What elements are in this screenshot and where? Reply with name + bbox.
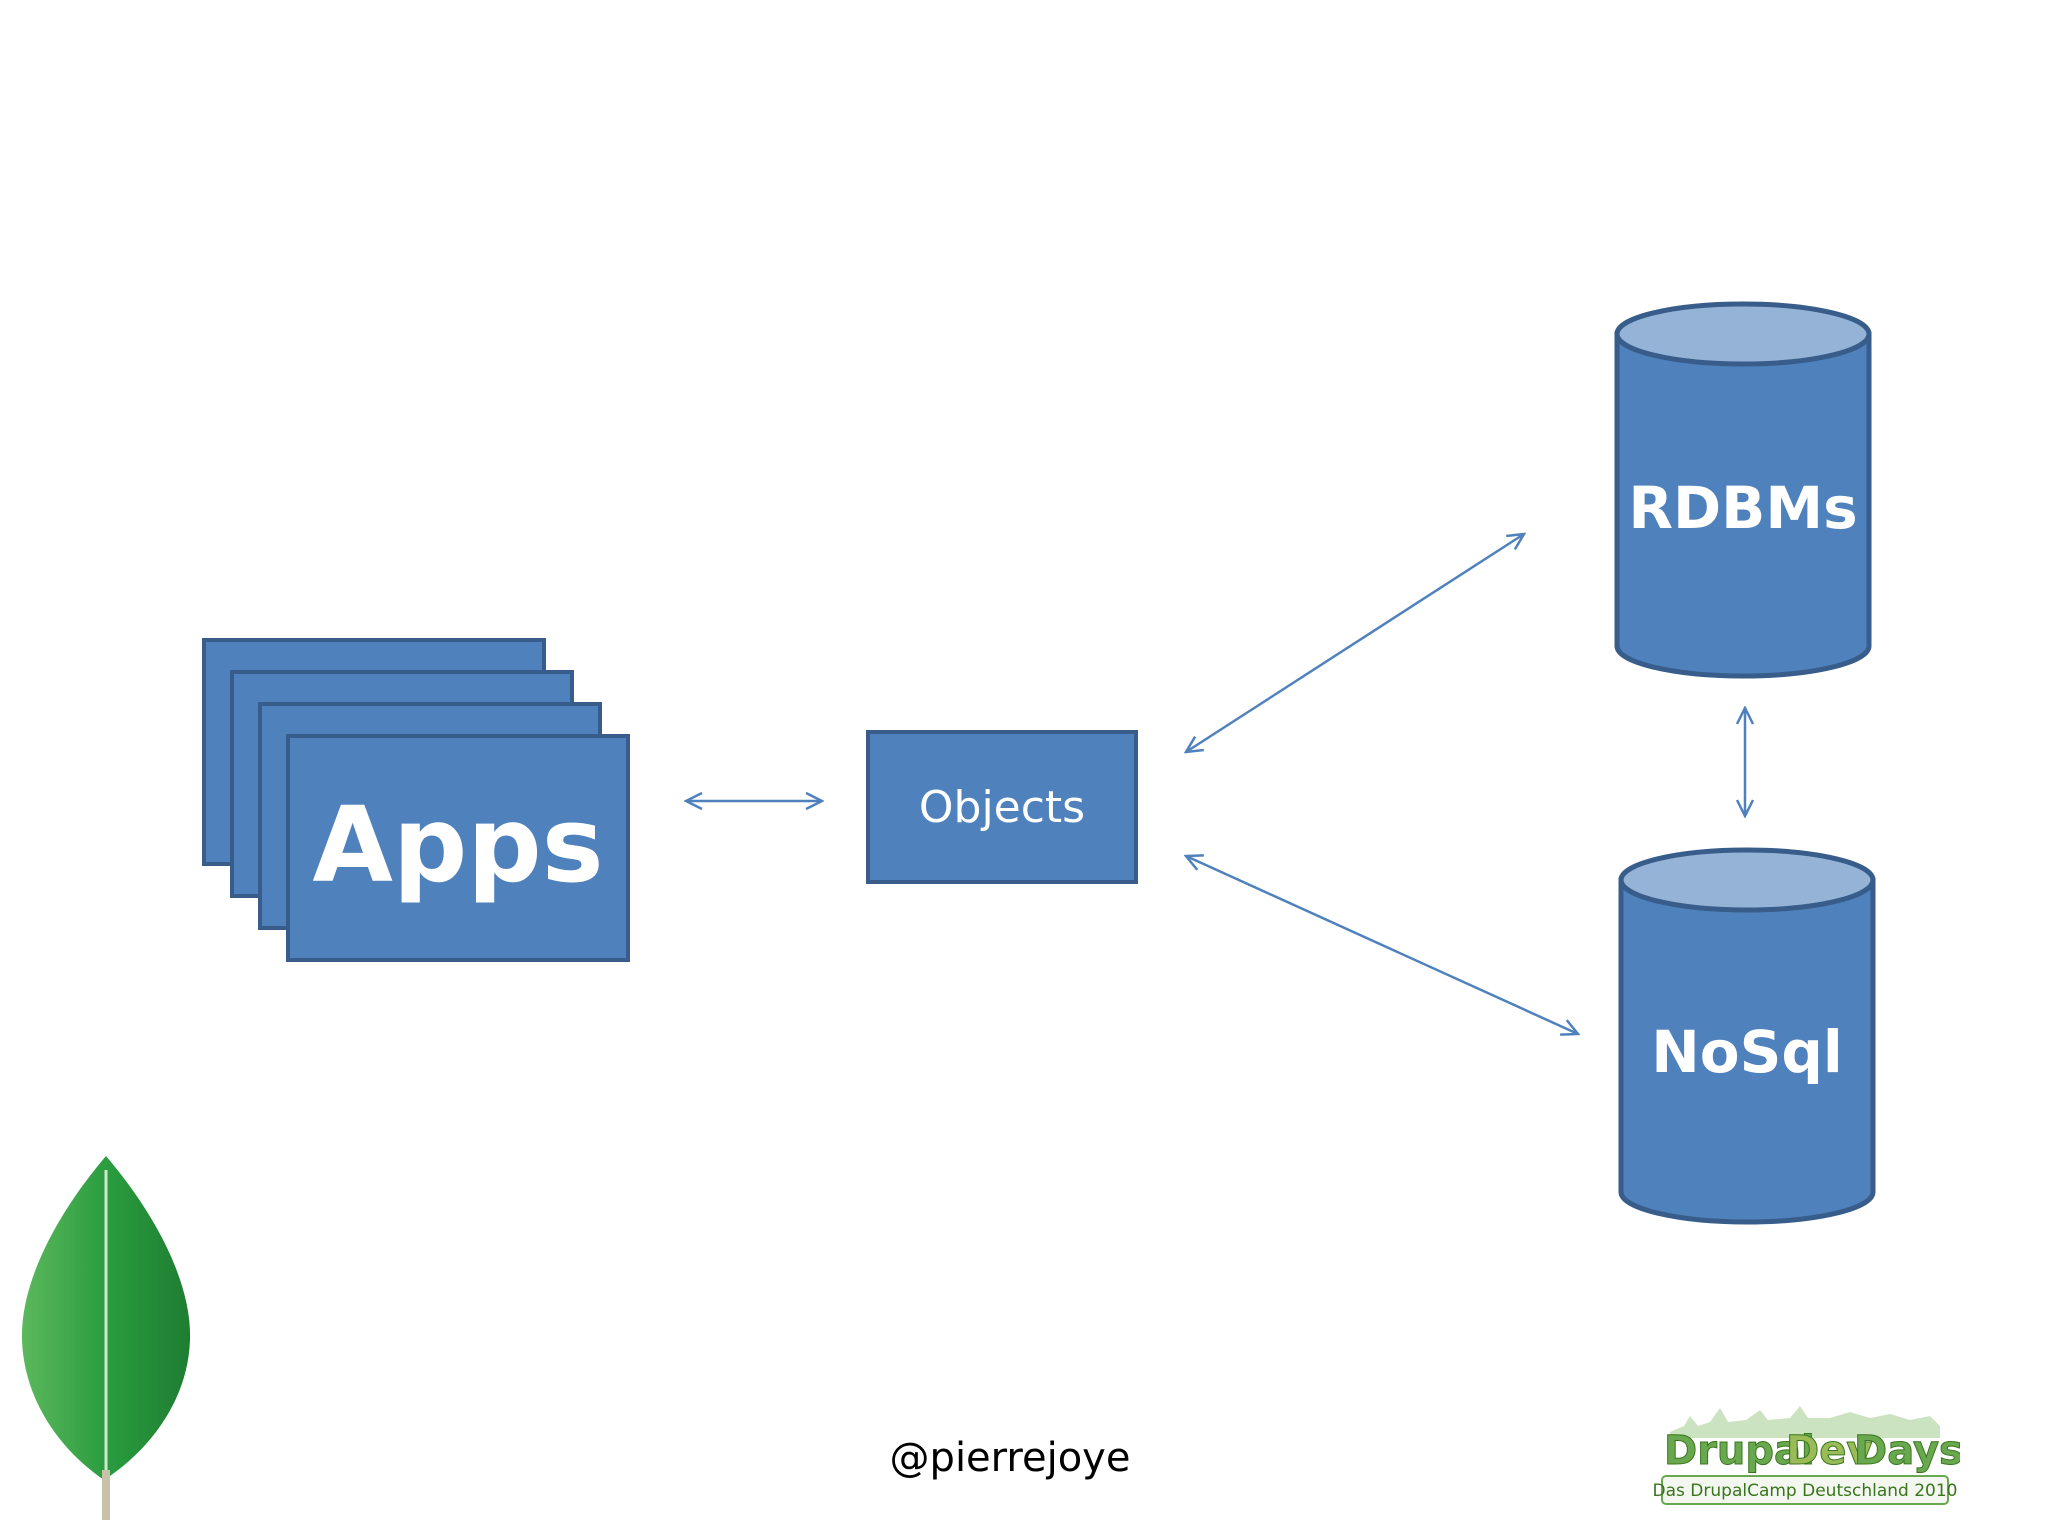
nosql-label: NoSql: [1651, 1018, 1843, 1086]
ddd-title-part2: Dev: [1786, 1428, 1872, 1474]
nosql-cylinder: [1618, 847, 1876, 1225]
rdbms-cylinder: [1614, 301, 1872, 679]
drupal-dev-days-logo: Drupal Dev Days Das DrupalCamp Deutschla…: [1653, 1406, 1960, 1505]
apps-label: Apps: [312, 784, 604, 906]
ddd-subtitle: Das DrupalCamp Deutschland 2010: [1653, 1481, 1958, 1501]
ddd-title-part1: Drupal: [1664, 1428, 1815, 1474]
arrow-objects-nosql: [1186, 856, 1578, 1034]
objects-label: Objects: [918, 782, 1086, 833]
rdbms-label: RDBMs: [1628, 474, 1858, 542]
apps-box: [286, 734, 630, 962]
footer-handle: @pierrejoye: [889, 1435, 1131, 1481]
objects-box: [866, 730, 1138, 884]
ddd-title-part3: Days: [1854, 1428, 1960, 1474]
mongodb-leaf-icon: [21, 1156, 191, 1520]
arrow-objects-rdbms: [1186, 534, 1524, 752]
